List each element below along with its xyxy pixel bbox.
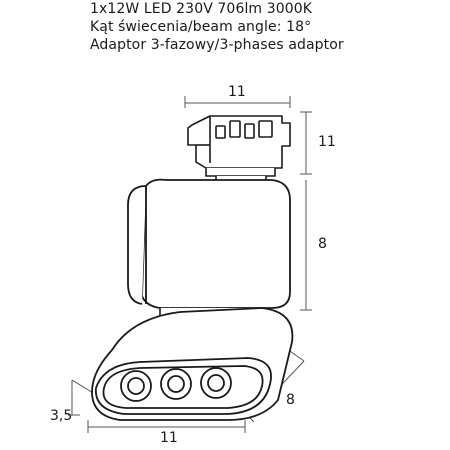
led-lenses xyxy=(120,367,232,402)
led-lens-1 xyxy=(120,370,152,402)
spec-block: 1x12W LED 230V 706lm 3000K Kąt świecenia… xyxy=(90,0,440,54)
dim-body-height: 8 xyxy=(318,236,327,252)
led-lens-3 xyxy=(200,367,232,399)
head-width-dimension xyxy=(87,420,246,433)
right-height-dimension xyxy=(300,111,312,311)
dim-head-depth: 8 xyxy=(286,392,295,408)
top-width-dimension xyxy=(184,96,291,108)
adaptor xyxy=(187,115,291,183)
dim-head-height: 3,5 xyxy=(50,408,73,424)
lamp-head xyxy=(91,307,294,421)
dim-adaptor-height: 11 xyxy=(318,134,336,150)
spec-adaptor-line: Adaptor 3-fazowy/3-phases adaptor xyxy=(90,37,344,53)
dim-head-width: 11 xyxy=(160,430,178,446)
main-body xyxy=(127,178,291,309)
led-lens-2 xyxy=(160,368,192,400)
dim-top-width: 11 xyxy=(228,84,246,100)
spec-power-line: 1x12W LED 230V 706lm 3000K xyxy=(90,1,313,17)
spec-beam-angle-line: Kąt świecenia/beam angle: 18° xyxy=(90,19,312,35)
